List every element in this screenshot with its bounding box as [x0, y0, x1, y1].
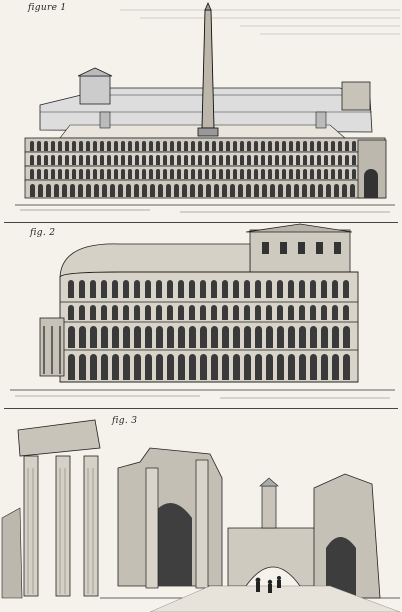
circus-illustration — [15, 1, 400, 213]
figure-1-label: figure 1 — [28, 3, 67, 13]
figure-3-panel: fig. 3 — [0, 408, 402, 612]
figure-1-panel: figure 1 — [0, 0, 402, 222]
divider-2 — [4, 408, 398, 409]
theatre-illustration — [10, 223, 395, 399]
ruins-illustration — [1, 419, 401, 612]
divider-1 — [4, 222, 398, 223]
figure-3-label: fig. 3 — [112, 416, 138, 426]
figure-2-panel: fig. 2 — [0, 222, 402, 408]
figure-2-label: fig. 2 — [30, 228, 56, 238]
